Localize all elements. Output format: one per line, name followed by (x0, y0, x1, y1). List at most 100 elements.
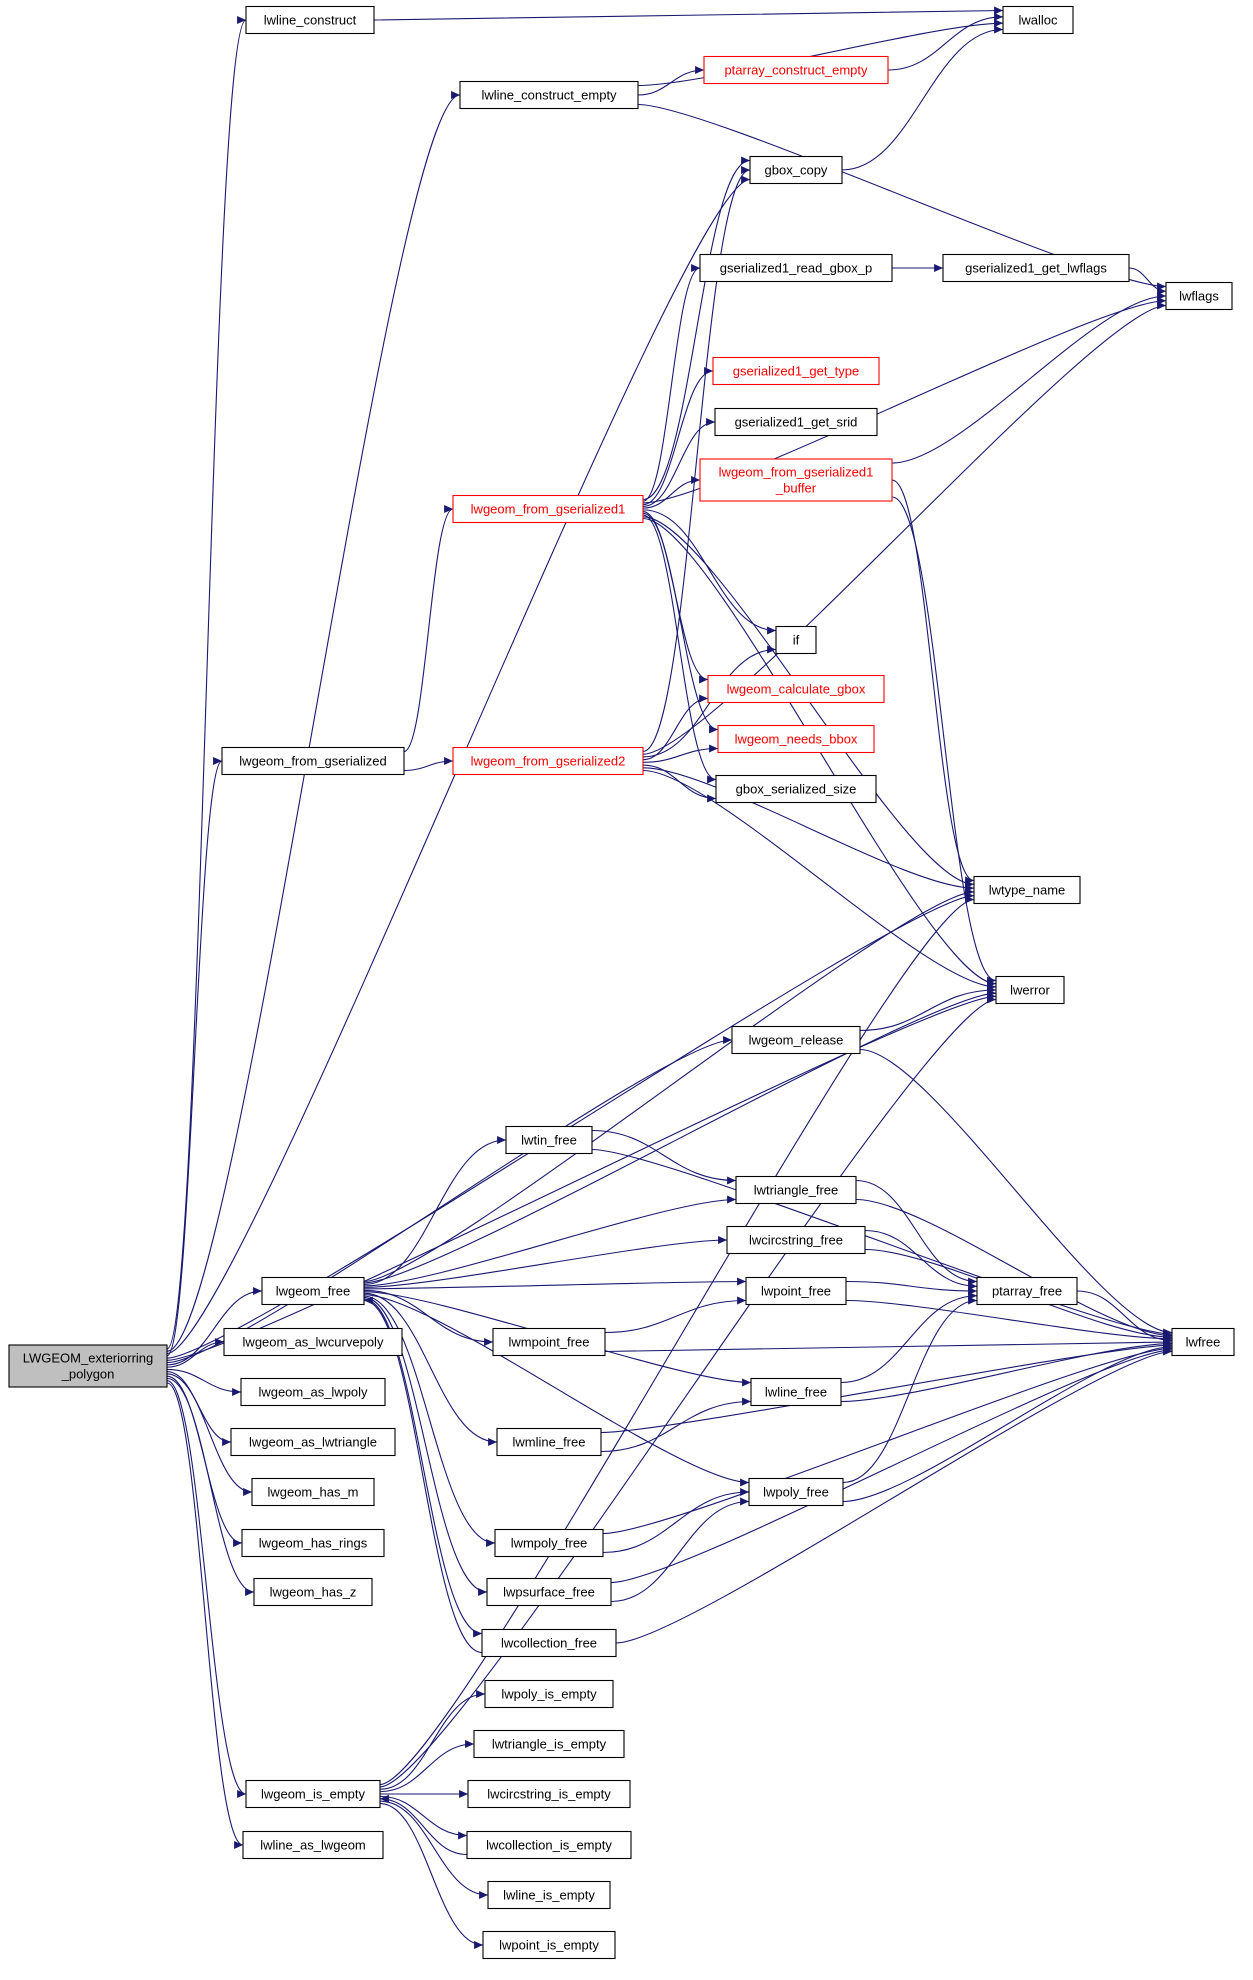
node-lwgeom_calculate_gbox[interactable]: lwgeom_calculate_gbox (707, 674, 885, 704)
node-lwcircstring_is_empty[interactable]: lwcircstring_is_empty (467, 1779, 631, 1809)
edge-lwmline_free-to-lwfree (600, 1341, 1173, 1434)
node-gbox_serialized_size[interactable]: gbox_serialized_size (715, 774, 877, 804)
node-lwgeom_has_m[interactable]: lwgeom_has_m (251, 1477, 375, 1507)
edge-lwmpoly_free-to-lwfree (602, 1344, 1173, 1535)
node-label-lwcollection_is_empty: lwcollection_is_empty (486, 1838, 612, 1853)
node-lwerror[interactable]: lwerror (995, 975, 1065, 1005)
node-lwtriangle_is_empty[interactable]: lwtriangle_is_empty (473, 1729, 625, 1759)
node-lwflags[interactable]: lwflags (1165, 281, 1233, 311)
node-lwgeom_from_gserialized2[interactable]: lwgeom_from_gserialized2 (452, 746, 644, 776)
node-gbox_copy[interactable]: gbox_copy (749, 155, 843, 185)
node-gserialized1_read_gbox_p[interactable]: gserialized1_read_gbox_p (699, 253, 893, 283)
node-box-lwgeom_release (731, 1025, 861, 1055)
edge-lwgeom_from_gserialized2-to-lwgeom_calculate_gbox (642, 694, 709, 761)
node-if[interactable]: if (775, 625, 817, 655)
node-gserialized1_get_lwflags[interactable]: gserialized1_get_lwflags (942, 253, 1130, 283)
edge-lwcollection_is_empty-to-lwgeom_is_empty (379, 1794, 468, 1856)
node-box-lwgeom_from_gserialized1_buffer (699, 458, 893, 502)
edge-lwgeom_is_empty-to-lwerror (379, 995, 997, 1788)
node-lwfree[interactable]: lwfree (1171, 1327, 1235, 1357)
node-lwgeom_free[interactable]: lwgeom_free (261, 1276, 365, 1306)
node-box-lwtype_name (973, 875, 1081, 905)
node-lwtin_free[interactable]: lwtin_free (505, 1125, 593, 1155)
node-lwline_as_lwgeom[interactable]: lwline_as_lwgeom (242, 1830, 384, 1860)
node-box-lwline_free (750, 1377, 842, 1407)
node-box-lwalloc (1002, 5, 1074, 35)
node-box-lwpoint_free (745, 1276, 847, 1306)
edge-lwgeom_from_gserialized1_buffer-to-lwerror (891, 496, 997, 985)
edge-lwgeom_from_gserialized1-to-gbox_copy (642, 156, 751, 501)
node-lwline_construct_empty[interactable]: lwline_construct_empty (459, 80, 639, 110)
node-lwgeom_has_z[interactable]: lwgeom_has_z (253, 1577, 373, 1607)
node-label-lwerror: lwerror (1010, 983, 1050, 998)
node-label-lwcircstring_free: lwcircstring_free (749, 1233, 843, 1248)
node-label-gserialized1_read_gbox_p: gserialized1_read_gbox_p (720, 261, 873, 276)
node-label-lwpsurface_free: lwpsurface_free (503, 1585, 595, 1600)
node-lwgeom_as_lwpoly[interactable]: lwgeom_as_lwpoly (240, 1377, 386, 1407)
node-lwgeom_is_empty[interactable]: lwgeom_is_empty (245, 1779, 381, 1809)
node-gserialized1_get_srid[interactable]: gserialized1_get_srid (714, 407, 878, 437)
node-lwline_is_empty[interactable]: lwline_is_empty (487, 1880, 611, 1910)
node-lwgeom_needs_bbox[interactable]: lwgeom_needs_bbox (717, 724, 875, 754)
edge-lwgeom_free-to-lwcollection_free (363, 1298, 483, 1638)
node-lwcircstring_free[interactable]: lwcircstring_free (726, 1225, 866, 1255)
node-label-lwtriangle_is_empty: lwtriangle_is_empty (492, 1737, 607, 1752)
edge-LWGEOM_exteriorring_polygon-to-lwgeom_from_gserialized (166, 757, 223, 1357)
edge-lwtriangle_free-to-ptarray_free (855, 1179, 978, 1286)
node-label-gbox_serialized_size: gbox_serialized_size (736, 782, 857, 797)
node-box-gserialized1_read_gbox_p (699, 253, 893, 283)
node-label-LWGEOM_exteriorring_polygon-line2: _polygon (61, 1367, 115, 1382)
node-lwtriangle_free[interactable]: lwtriangle_free (735, 1175, 857, 1205)
node-LWGEOM_exteriorring_polygon: LWGEOM_exteriorring_polygon (8, 1344, 168, 1388)
node-lwpoly_is_empty[interactable]: lwpoly_is_empty (484, 1679, 614, 1709)
node-lwgeom_has_rings[interactable]: lwgeom_has_rings (241, 1528, 385, 1558)
edge-lwgeom_free-to-lwpoint_free (363, 1277, 747, 1290)
node-lwpoint_free[interactable]: lwpoint_free (745, 1276, 847, 1306)
node-box-lwgeom_as_lwpoly (240, 1377, 386, 1407)
node-lwgeom_from_gserialized1_buffer[interactable]: lwgeom_from_gserialized1_buffer (699, 458, 893, 502)
edge-lwgeom_from_gserialized1-to-if (642, 509, 777, 635)
node-box-gbox_serialized_size (715, 774, 877, 804)
edge-lwgeom_free-to-lwerror (363, 989, 997, 1284)
node-lwgeom_from_gserialized1[interactable]: lwgeom_from_gserialized1 (452, 494, 644, 524)
node-lwgeom_release[interactable]: lwgeom_release (731, 1025, 861, 1055)
edge-lwgeom_is_empty-to-lwtriangle_is_empty (379, 1740, 475, 1793)
node-label-lwgeom_from_gserialized1: lwgeom_from_gserialized1 (471, 502, 626, 517)
node-lwmline_free[interactable]: lwmline_free (496, 1427, 602, 1457)
node-box-lwpsurface_free (486, 1577, 612, 1607)
node-lwgeom_from_gserialized[interactable]: lwgeom_from_gserialized (221, 746, 405, 776)
node-box-lwtin_free (505, 1125, 593, 1155)
node-box-lwline_construct_empty (459, 80, 639, 110)
node-lwpsurface_free[interactable]: lwpsurface_free (486, 1577, 612, 1607)
node-label-lwgeom_as_lwpoly: lwgeom_as_lwpoly (258, 1385, 368, 1400)
node-label-lwline_construct_empty: lwline_construct_empty (481, 88, 617, 103)
edge-LWGEOM_exteriorring_polygon-to-lwline_construct (166, 16, 247, 1350)
node-lwline_free[interactable]: lwline_free (750, 1377, 842, 1407)
node-gserialized1_get_type[interactable]: gserialized1_get_type (712, 356, 880, 386)
node-box-lwline_is_empty (487, 1880, 611, 1910)
edge-lwcircstring_free-to-ptarray_free (864, 1229, 978, 1291)
node-lwalloc[interactable]: lwalloc (1002, 5, 1074, 35)
node-lwline_construct[interactable]: lwline_construct (245, 5, 375, 35)
node-box-gserialized1_get_type (712, 356, 880, 386)
node-lwgeom_as_lwcurvepoly[interactable]: lwgeom_as_lwcurvepoly (223, 1327, 403, 1357)
node-box-lwcollection_free (481, 1628, 617, 1658)
node-lwmpoly_free[interactable]: lwmpoly_free (494, 1528, 604, 1558)
node-lwpoint_is_empty[interactable]: lwpoint_is_empty (482, 1930, 616, 1960)
edge-lwmpoint_free-to-lwfree (604, 1338, 1173, 1353)
node-box-lwpoint_is_empty (482, 1930, 616, 1960)
node-ptarray_construct_empty[interactable]: ptarray_construct_empty (703, 55, 889, 85)
node-label-lwgeom_as_lwcurvepoly: lwgeom_as_lwcurvepoly (243, 1335, 384, 1350)
node-box-LWGEOM_exteriorring_polygon (8, 1344, 168, 1388)
edge-ptarray_free-to-lwfree (1076, 1290, 1173, 1345)
node-lwtype_name[interactable]: lwtype_name (973, 875, 1081, 905)
node-lwcollection_is_empty[interactable]: lwcollection_is_empty (466, 1830, 632, 1860)
node-lwmpoint_free[interactable]: lwmpoint_free (492, 1327, 606, 1357)
node-box-lwgeom_as_lwcurvepoly (223, 1327, 403, 1357)
node-lwcollection_free[interactable]: lwcollection_free (481, 1628, 617, 1658)
node-box-lwgeom_has_rings (241, 1528, 385, 1558)
node-ptarray_free[interactable]: ptarray_free (976, 1276, 1078, 1306)
node-box-lwline_construct (245, 5, 375, 35)
node-lwpoly_free[interactable]: lwpoly_free (748, 1477, 844, 1507)
node-lwgeom_as_lwtriangle[interactable]: lwgeom_as_lwtriangle (230, 1427, 396, 1457)
